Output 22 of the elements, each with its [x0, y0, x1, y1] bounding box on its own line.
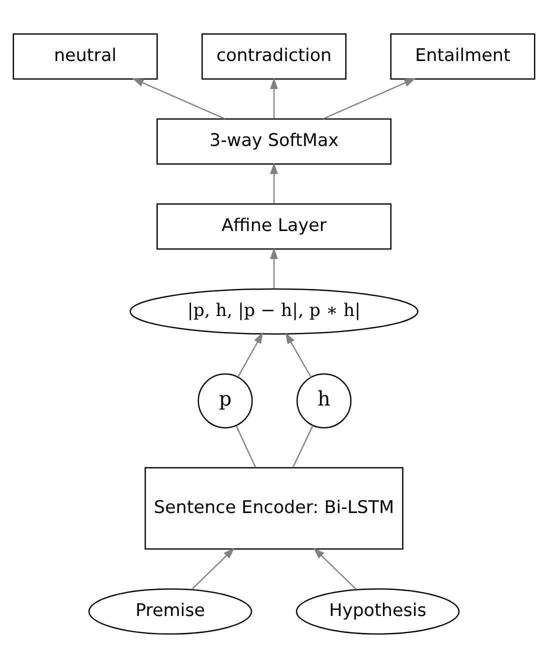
arrow — [285, 332, 312, 378]
connector — [236, 425, 256, 468]
arrow — [238, 332, 264, 377]
arrow — [270, 77, 278, 118]
arrow — [270, 162, 278, 204]
node-box: Entailment — [390, 32, 536, 80]
arrow — [132, 78, 226, 119]
arrow — [322, 78, 416, 119]
node-box: Sentence Encoder: Bi-LSTM — [144, 466, 404, 550]
node-box: 3-way SoftMax — [156, 118, 392, 164]
node-ellipse: Hypothesis — [296, 588, 460, 634]
arrow — [191, 547, 235, 590]
arrow — [270, 247, 278, 288]
connector — [292, 424, 314, 468]
node-ellipse: |p, h, |p − h|, p ∗ h| — [130, 288, 418, 334]
node-circle: p — [198, 372, 253, 428]
node-box: neutral — [12, 32, 158, 80]
node-ellipse: Premise — [88, 588, 252, 634]
arrow — [313, 547, 357, 590]
node-circle: h — [296, 372, 352, 428]
node-box: contradiction — [202, 32, 346, 80]
node-box: Affine Layer — [156, 202, 392, 250]
